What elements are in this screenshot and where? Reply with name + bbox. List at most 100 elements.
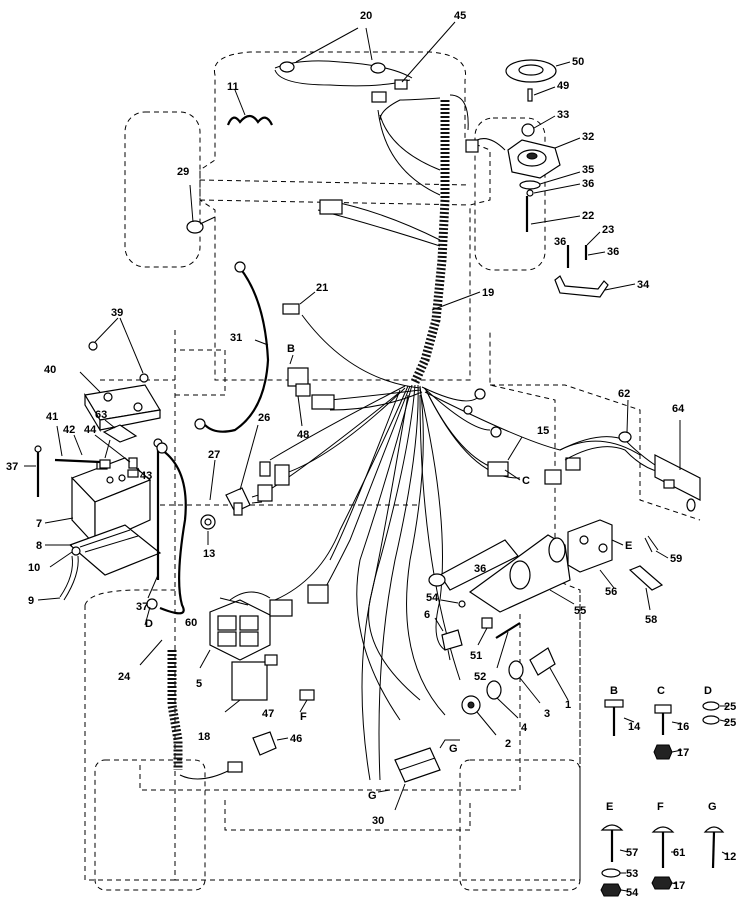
battery-parts-63-44 <box>54 419 141 473</box>
callout-45: 45 <box>454 10 466 22</box>
callout-26: 26 <box>258 412 270 424</box>
bracket-11 <box>226 89 273 126</box>
callout-3: 3 <box>544 708 550 720</box>
legend-E-part-54: 54 <box>626 887 639 899</box>
callout-29: 29 <box>177 166 189 178</box>
callout-C-1: C <box>522 475 530 487</box>
callout-56: 56 <box>605 586 617 598</box>
pto-clutch-32 <box>465 115 581 232</box>
harness-conduit-19 <box>377 94 481 384</box>
callout-42: 42 <box>63 424 75 436</box>
connectors-mid <box>257 388 581 502</box>
callout-G-2: G <box>368 790 377 802</box>
callout-58: 58 <box>645 614 657 626</box>
legend-F-part-17: 17 <box>673 880 685 892</box>
callout-B-1: B <box>287 343 295 355</box>
callout-9: 9 <box>28 595 34 607</box>
bolts-37-10-9 <box>24 438 163 601</box>
callout-20: 20 <box>360 10 372 22</box>
callout-labels: 20 45 50 49 11 33 32 29 35 36 22 36 23 3… <box>6 10 736 899</box>
callout-60: 60 <box>185 617 197 629</box>
callout-36d: 36 <box>474 563 486 575</box>
callout-64: 64 <box>672 403 685 415</box>
legend-B-part-14: 14 <box>628 721 641 733</box>
callout-15: 15 <box>537 425 549 437</box>
bracket-56-e <box>567 519 624 589</box>
fuse-holder-30 <box>377 739 460 811</box>
callout-50: 50 <box>572 56 584 68</box>
legend-letter-C: C <box>657 685 665 697</box>
callout-47: 47 <box>262 708 274 720</box>
callout-7: 7 <box>36 518 42 530</box>
callout-32: 32 <box>582 131 594 143</box>
legend-C-part-17: 17 <box>677 747 689 759</box>
callout-27: 27 <box>208 449 220 461</box>
callout-44: 44 <box>84 424 97 436</box>
callout-1: 1 <box>565 699 571 711</box>
hardware-legend <box>600 699 729 897</box>
callout-36c: 36 <box>607 246 619 258</box>
callout-63: 63 <box>95 409 107 421</box>
lift-actuator-55 <box>428 534 575 613</box>
hairpin-59 <box>644 535 669 559</box>
legend-letter-G: G <box>708 801 717 813</box>
battery-tray-8 <box>45 524 162 576</box>
legend-letter-F: F <box>657 801 664 813</box>
callout-33: 33 <box>557 109 569 121</box>
callout-31: 31 <box>230 332 242 344</box>
callout-46: 46 <box>290 733 302 745</box>
callout-11: 11 <box>227 81 239 93</box>
tractor-outline <box>84 51 701 891</box>
legend-letter-E: E <box>606 801 613 813</box>
callout-F-1: F <box>300 711 307 723</box>
callout-30: 30 <box>372 815 384 827</box>
legend-letter-D: D <box>704 685 712 697</box>
callout-40: 40 <box>44 364 56 376</box>
callout-34: 34 <box>637 279 650 291</box>
connector-46 <box>252 731 289 756</box>
key-switch-26 <box>200 424 271 545</box>
callout-2: 2 <box>505 738 511 750</box>
legend-E-part-57: 57 <box>626 847 638 859</box>
legend-D-part-25b: 25 <box>724 717 736 729</box>
callout-4: 4 <box>521 722 528 734</box>
callout-55: 55 <box>574 605 586 617</box>
battery-hold-down-40 <box>79 317 161 433</box>
callout-8: 8 <box>36 540 42 552</box>
callout-36a: 36 <box>582 178 594 190</box>
ground-coil <box>167 650 243 780</box>
pin-58 <box>628 565 664 611</box>
connector-47 <box>299 689 315 713</box>
hardware-51-54-52 <box>434 599 521 669</box>
legend-D-part-25a: 25 <box>724 701 736 713</box>
callout-49: 49 <box>557 80 569 92</box>
battery-cable-31 <box>194 261 270 433</box>
callout-24: 24 <box>118 671 131 683</box>
legend-letter-B: B <box>610 685 618 697</box>
pin-49 <box>527 86 556 102</box>
callout-52: 52 <box>474 671 486 683</box>
callout-59: 59 <box>670 553 682 565</box>
callout-48: 48 <box>297 429 309 441</box>
callout-E-1: E <box>625 540 632 552</box>
callout-6: 6 <box>424 609 430 621</box>
callout-51: 51 <box>470 650 482 662</box>
callout-G-1: G <box>449 743 458 755</box>
callout-D-1: D <box>145 618 153 630</box>
module-18 <box>224 654 278 713</box>
callout-19: 19 <box>482 287 494 299</box>
callout-54a: 54 <box>426 592 439 604</box>
legend-E-part-53: 53 <box>626 868 638 880</box>
connector-45 <box>371 21 456 103</box>
connector-21 <box>282 291 316 315</box>
callout-10: 10 <box>28 562 40 574</box>
callout-22: 22 <box>582 210 594 222</box>
relay-48 <box>287 354 311 427</box>
headlight-plug-29 <box>186 184 216 234</box>
callout-36b: 36 <box>554 236 566 248</box>
callout-39: 39 <box>111 307 123 319</box>
callout-18: 18 <box>198 731 210 743</box>
plunger-switch-1-2 <box>461 647 569 736</box>
callout-21: 21 <box>316 282 328 294</box>
